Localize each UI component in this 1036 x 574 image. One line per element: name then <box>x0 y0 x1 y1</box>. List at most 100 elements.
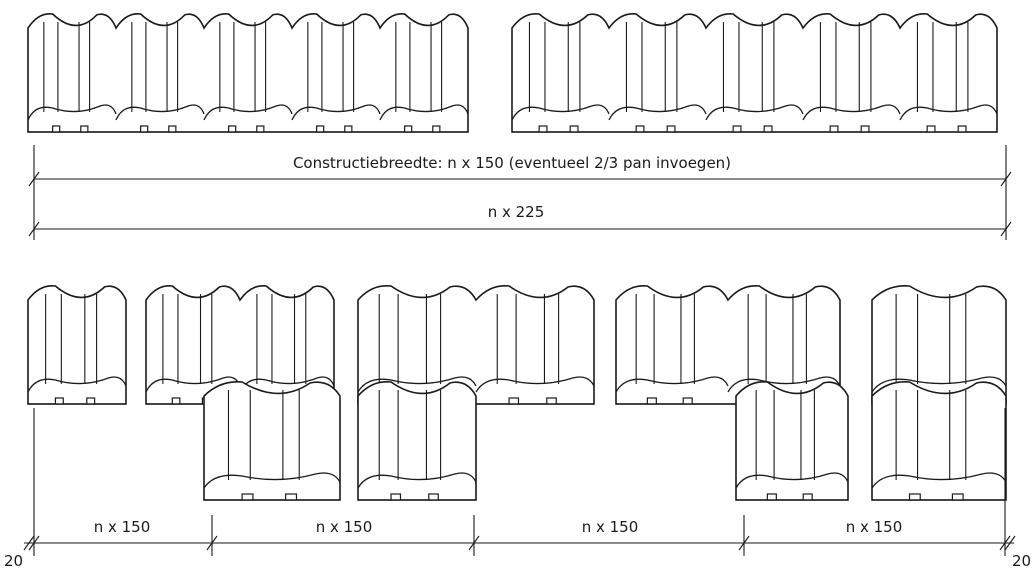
tile-foot <box>390 493 402 501</box>
total-width-label: n x 225 <box>488 203 545 221</box>
tile-foot <box>256 125 265 133</box>
bottom-tile-groups <box>27 284 1007 501</box>
tile-foot <box>428 493 439 501</box>
tile-strip <box>357 380 477 501</box>
tile-foot <box>802 493 813 501</box>
left-edge-label: 20 <box>4 552 23 570</box>
tile-lip <box>475 376 595 393</box>
tile-lip <box>27 104 117 121</box>
tile-foot <box>732 125 742 133</box>
construction-width-label: Constructiebreedte: n x 150 (eventueel 2… <box>293 154 731 172</box>
tile-strip <box>27 284 127 405</box>
tile-foot <box>432 125 441 133</box>
tile-outline <box>357 284 595 405</box>
tile-strip <box>203 380 341 501</box>
tile-outline <box>27 12 469 133</box>
tile-foot <box>86 397 96 405</box>
tick-mark <box>28 221 40 237</box>
tile-foot <box>860 125 870 133</box>
tile-foot <box>908 493 921 501</box>
tile-foot <box>404 125 413 133</box>
tile-outline <box>145 284 335 405</box>
tile-foot <box>228 125 237 133</box>
tile-foot <box>538 125 548 133</box>
tile-outline <box>871 284 1007 405</box>
bottom-dimension-chain: 20 20 n x 150 n x 150 n x 150 n x 150 <box>4 408 1031 570</box>
tile-lip <box>735 472 849 489</box>
tile-strip <box>511 12 998 133</box>
segment-label: n x 150 <box>582 518 639 536</box>
tile-lip <box>379 104 469 121</box>
tile-foot <box>140 125 149 133</box>
segment-label: n x 150 <box>316 518 373 536</box>
tile-strip <box>615 284 841 405</box>
tile-foot <box>285 493 298 501</box>
tile-lip <box>802 104 901 121</box>
tile-strip <box>735 380 849 501</box>
tile-foot <box>766 493 777 501</box>
tile-foot <box>80 125 89 133</box>
tile-foot <box>926 125 936 133</box>
right-edge-label: 20 <box>1012 552 1031 570</box>
tile-foot <box>54 397 64 405</box>
tile-outline <box>511 12 998 133</box>
tile-lip <box>727 376 841 393</box>
tick-mark <box>1000 221 1012 237</box>
tile-lip <box>115 104 205 121</box>
tick-mark <box>23 535 35 551</box>
tile-foot <box>546 397 557 405</box>
tile-strip <box>871 284 1007 405</box>
tile-lip <box>871 376 1007 393</box>
tile-foot <box>171 397 181 405</box>
tick-mark <box>1000 171 1012 187</box>
tile-outline <box>203 380 341 501</box>
tile-foot <box>168 125 177 133</box>
tile-lip <box>291 104 381 121</box>
tile-lip <box>145 376 241 393</box>
tile-foot <box>763 125 773 133</box>
tile-foot <box>646 397 657 405</box>
tile-lip <box>608 104 707 121</box>
tile-outline <box>735 380 849 501</box>
tick-mark <box>738 535 750 551</box>
tile-foot <box>52 125 61 133</box>
tick-mark <box>468 535 480 551</box>
tile-foot <box>951 493 964 501</box>
tile-outline <box>871 380 1007 501</box>
tile-lip <box>357 472 477 489</box>
tile-foot <box>569 125 579 133</box>
tile-foot <box>666 125 676 133</box>
tile-lip <box>357 376 477 393</box>
tick-mark <box>999 535 1011 551</box>
top-tile-row <box>27 12 998 133</box>
tile-outline <box>615 284 841 405</box>
tick-mark <box>28 171 40 187</box>
tile-foot <box>635 125 645 133</box>
segment-label: n x 150 <box>94 518 151 536</box>
tile-lip <box>511 104 610 121</box>
tile-strip <box>27 12 469 133</box>
tile-lip <box>239 376 335 393</box>
top-dimension-construction-width: Constructiebreedte: n x 150 (eventueel 2… <box>28 145 1012 240</box>
tile-lip <box>871 472 1007 489</box>
tile-foot <box>682 397 693 405</box>
tile-lip <box>615 376 729 393</box>
tick-mark <box>28 535 40 551</box>
tile-outline <box>27 284 127 405</box>
tile-foot <box>957 125 967 133</box>
tile-foot <box>241 493 254 501</box>
tile-strip <box>871 380 1007 501</box>
tile-lip <box>705 104 804 121</box>
segment-label: n x 150 <box>846 518 903 536</box>
tick-mark <box>206 535 218 551</box>
top-dimension-total: n x 225 <box>28 203 1012 237</box>
tile-lip <box>899 104 998 121</box>
tile-foot <box>344 125 353 133</box>
tile-foot <box>508 397 520 405</box>
tile-foot <box>316 125 325 133</box>
tile-foot <box>829 125 839 133</box>
tile-lip <box>27 376 127 393</box>
tile-lip <box>203 104 293 121</box>
tick-mark <box>1004 535 1016 551</box>
